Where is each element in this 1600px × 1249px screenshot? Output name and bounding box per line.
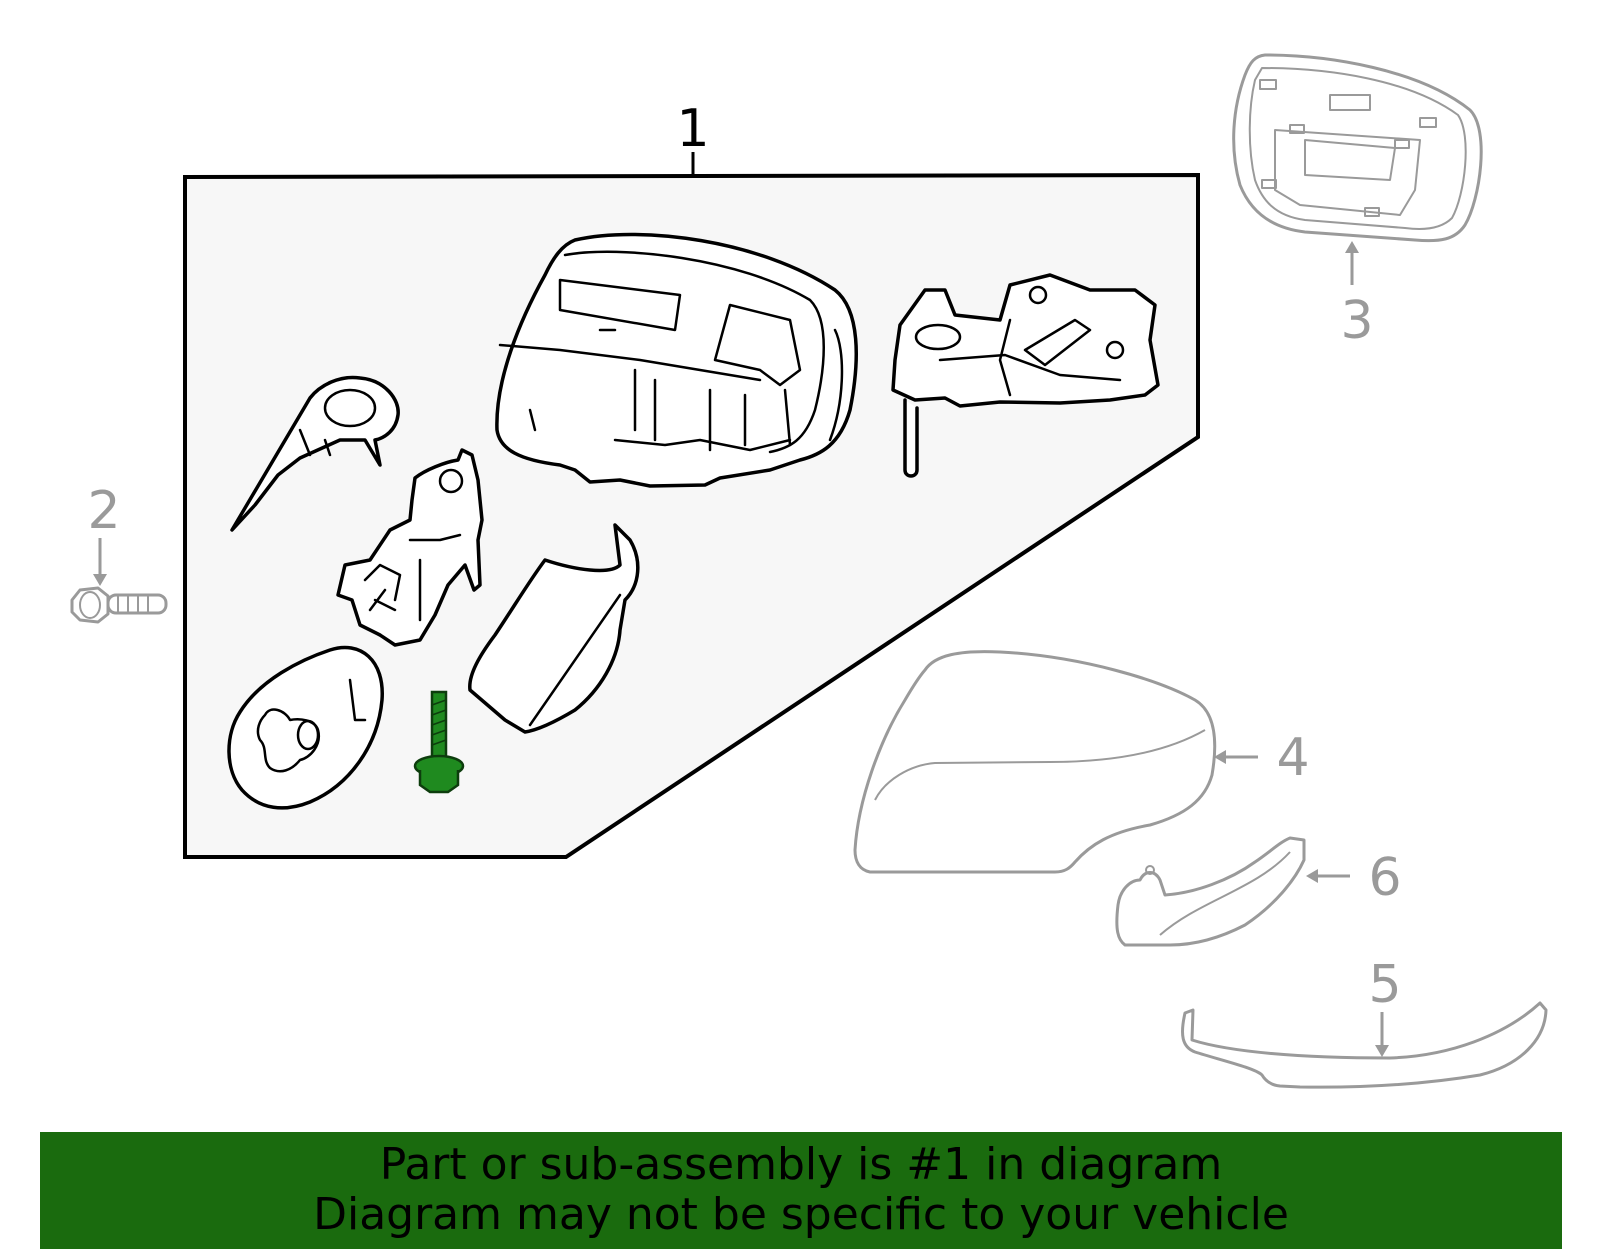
callout-5-arrowhead bbox=[1375, 1045, 1389, 1057]
callout-3-label: 3 bbox=[1340, 291, 1373, 351]
callout-4-arrowhead bbox=[1214, 750, 1226, 764]
banner-line-1: Part or sub-assembly is #1 in diagram bbox=[379, 1139, 1223, 1190]
mirror-glass-part bbox=[227, 645, 384, 810]
callout-6-label: 6 bbox=[1368, 848, 1401, 908]
callout-1-label: 1 bbox=[676, 99, 709, 159]
mirror-actuator-part bbox=[336, 448, 484, 647]
lower-trim-strip-part-5 bbox=[1181, 1001, 1548, 1089]
turn-signal-part-6 bbox=[1115, 836, 1306, 947]
part-3-group[interactable]: 3 bbox=[1232, 53, 1483, 351]
disclaimer-banner: Part or sub-assembly is #1 in diagram Di… bbox=[40, 1132, 1562, 1249]
callout-2-arrowhead bbox=[93, 574, 107, 586]
callout-2-label: 2 bbox=[87, 481, 120, 541]
bolt-part-2 bbox=[70, 586, 168, 624]
mirror-glass-plate-part-3 bbox=[1232, 53, 1483, 243]
banner-line-2: Diagram may not be specific to your vehi… bbox=[313, 1189, 1289, 1240]
mirror-housing-part bbox=[495, 232, 858, 488]
assembly-1-group[interactable]: 1 bbox=[183, 99, 1200, 859]
part-2-group[interactable]: 2 bbox=[70, 481, 168, 624]
callout-4-label: 4 bbox=[1276, 728, 1309, 788]
mirror-cover-part-4 bbox=[853, 650, 1217, 874]
callout-6-arrowhead bbox=[1306, 869, 1318, 883]
highlighted-bolt-part bbox=[413, 690, 465, 794]
callout-3-arrowhead bbox=[1345, 241, 1359, 253]
callout-5-label: 5 bbox=[1368, 955, 1401, 1015]
part-6-group[interactable]: 6 bbox=[1115, 836, 1402, 947]
mirror-base-bracket-part bbox=[891, 273, 1160, 478]
lower-shell-part bbox=[468, 523, 640, 734]
part-4-group[interactable]: 4 bbox=[853, 650, 1310, 874]
part-5-group[interactable]: 5 bbox=[1181, 955, 1548, 1089]
trim-cover-part bbox=[230, 375, 400, 532]
